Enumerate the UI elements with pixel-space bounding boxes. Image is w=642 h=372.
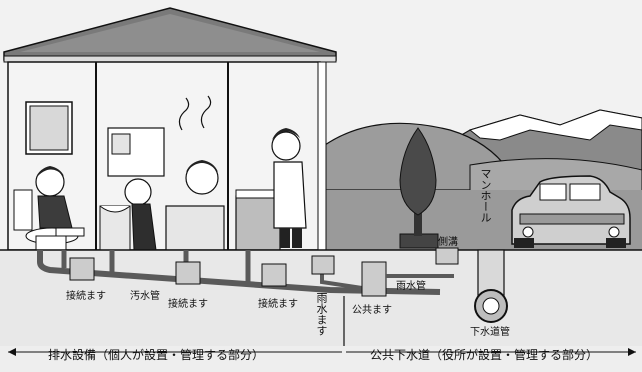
label-rainwater-chamber: 雨水ます xyxy=(315,292,328,336)
label-connection-chamber-3: 接続ます xyxy=(258,299,298,310)
public-chamber xyxy=(361,261,387,297)
label-storm-drain-pipe: 雨水管 xyxy=(396,281,426,292)
tree-planter xyxy=(399,233,439,249)
label-sewage-pipe: 汚水管 xyxy=(130,291,160,302)
label-connection-chamber-2: 接続ます xyxy=(168,299,208,310)
child-on-toilet xyxy=(35,166,85,237)
connection-chamber-1 xyxy=(69,257,95,281)
washbasin-icon xyxy=(99,127,165,251)
tree-crown xyxy=(399,127,437,216)
label-public-chamber: 公共ます xyxy=(352,305,392,316)
label-connection-chamber-1: 接続ます xyxy=(66,291,106,302)
section-public-caption: 公共下水道（役所が設置・管理する部分） xyxy=(370,348,599,362)
child-washing-hair xyxy=(124,178,157,251)
connection-chamber-2 xyxy=(175,261,201,285)
label-sewer-main: 下水道管 xyxy=(470,327,510,338)
sewer-main-inner xyxy=(482,297,500,315)
connection-chamber-3 xyxy=(261,263,287,287)
car-icon xyxy=(511,175,631,248)
tree-trunk xyxy=(414,210,422,236)
adult-at-sink xyxy=(271,128,307,248)
kitchen-counter-icon xyxy=(235,189,281,251)
roof-gutter xyxy=(3,55,337,63)
bathtub-icon xyxy=(165,95,225,251)
sewage-pipe-main xyxy=(37,250,441,295)
rainwater-chamber xyxy=(311,255,335,275)
mountain-snowcap xyxy=(468,109,642,141)
public-arrow-head xyxy=(628,348,636,356)
side-ditch xyxy=(435,247,459,265)
private-arrow-head xyxy=(8,348,16,356)
roof-shading xyxy=(20,14,320,52)
label-manhole: マンホール xyxy=(479,168,492,223)
section-private-caption: 排水設備（個人が設置・管理する部分） xyxy=(48,348,265,362)
downspout xyxy=(317,61,327,263)
window-pane xyxy=(29,105,69,151)
label-side-ditch: 側溝 xyxy=(438,237,458,248)
